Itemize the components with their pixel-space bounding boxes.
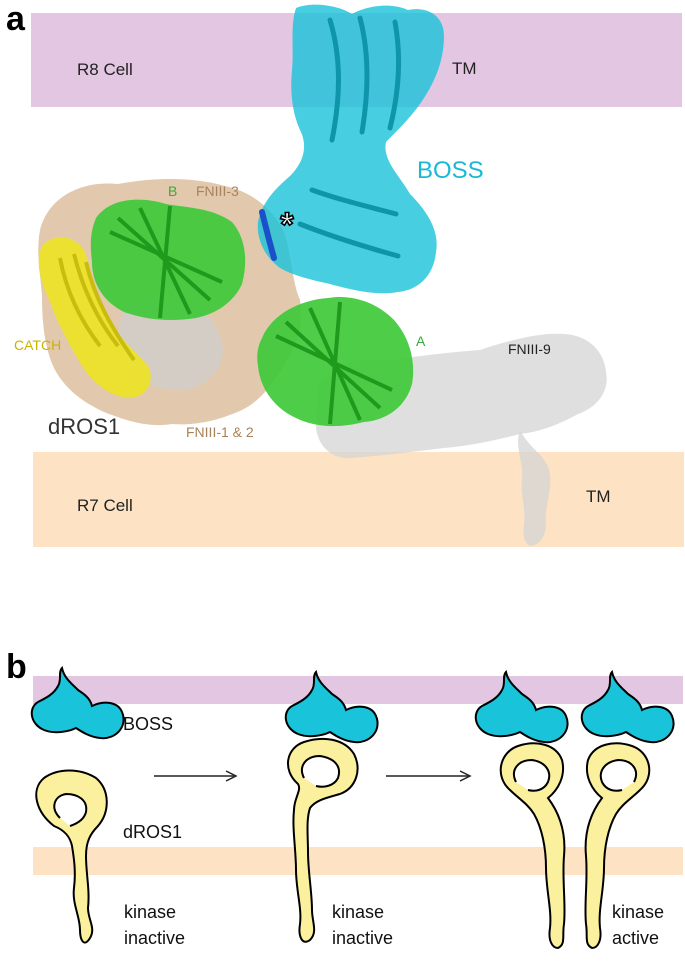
fniii-1-2-label: FNIII-1 & 2 <box>186 424 254 440</box>
catch-label: CATCH <box>14 337 61 353</box>
r7-membrane-b <box>33 847 683 875</box>
domain-a <box>257 296 414 427</box>
dros1-label-b: dROS1 <box>123 822 182 842</box>
boss-label: BOSS <box>417 157 484 184</box>
r8-cell-label: R8 Cell <box>77 60 133 79</box>
state-2-line-2: inactive <box>332 928 393 948</box>
state-2 <box>284 671 379 943</box>
domain-b <box>90 199 246 320</box>
state-1 <box>30 667 125 944</box>
boss-label-b: BOSS <box>123 714 173 734</box>
state-2-line-1: kinase <box>332 902 384 922</box>
tm-bottom-label: TM <box>586 487 611 506</box>
panel-b-letter: b <box>6 648 27 686</box>
catch-domain <box>38 237 151 398</box>
domain-a-label: A <box>416 333 426 349</box>
panel-a: a <box>6 0 684 547</box>
r7-cell-label: R7 Cell <box>77 496 133 515</box>
state-3-line-2: active <box>612 928 659 948</box>
state-3 <box>474 671 675 950</box>
dros1-cartoon-3a <box>499 742 566 950</box>
r7-membrane <box>33 452 684 547</box>
dros1-cartoon-2 <box>287 737 359 943</box>
boss-protein <box>257 4 444 294</box>
dros1-cartoon-1 <box>35 769 108 944</box>
dros1-cartoon-3b <box>584 742 651 950</box>
fniii-9-label: FNIII-9 <box>508 341 551 357</box>
r8-membrane-b <box>33 676 683 704</box>
domain-b-label: B <box>168 183 177 199</box>
fniii-3-label: FNIII-3 <box>196 183 239 199</box>
panel-b: b <box>6 648 683 950</box>
arrow-2 <box>386 770 472 782</box>
dros1-label-a: dROS1 <box>48 414 120 439</box>
panel-a-letter: a <box>6 0 26 38</box>
state-1-line-2: inactive <box>124 928 185 948</box>
arrow-1 <box>154 770 238 782</box>
asterisk-marker: * <box>280 206 294 244</box>
state-3-line-1: kinase <box>612 902 664 922</box>
state-1-line-1: kinase <box>124 902 176 922</box>
tm-top-label: TM <box>452 59 477 78</box>
